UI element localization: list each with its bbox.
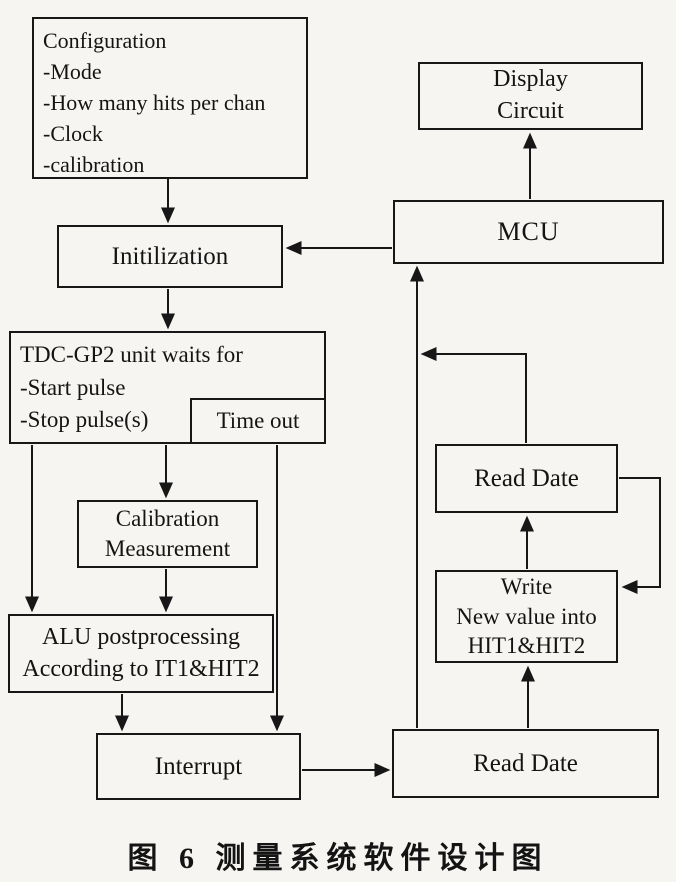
node-mcu: MCU xyxy=(393,200,664,264)
node-write-line: New value into xyxy=(456,603,597,629)
node-time-out: Time out xyxy=(190,398,326,444)
node-display-circuit: Display Circuit xyxy=(418,62,643,130)
node-configuration-line: -calibration xyxy=(43,152,145,178)
node-calibration-line: Calibration xyxy=(115,505,220,531)
node-configuration-line: -Mode xyxy=(43,59,102,85)
node-read-date-lower-label: Read Date xyxy=(473,750,578,777)
node-read-date-upper: Read Date xyxy=(435,444,618,513)
node-write-line: Write xyxy=(500,573,553,599)
node-tdc-gp2-line: -Stop pulse(s) xyxy=(20,407,149,433)
node-tdc-gp2-wait: TDC-GP2 unit waits for -Start pulse -Sto… xyxy=(9,331,326,444)
node-alu-postprocessing: ALU postprocessing According to IT1&HIT2 xyxy=(8,614,274,693)
node-initilization: Initilization xyxy=(57,225,283,288)
node-tdc-gp2-line: TDC-GP2 unit waits for xyxy=(20,342,243,367)
node-write-line: HIT1&HIT2 xyxy=(467,633,586,659)
node-read-date-lower: Read Date xyxy=(392,729,659,798)
node-configuration-line: Configuration xyxy=(43,28,167,53)
node-initilization-label: Initilization xyxy=(111,243,229,270)
node-alu-line: ALU postprocessing xyxy=(42,623,240,650)
node-tdc-gp2-line: -Start pulse xyxy=(20,374,126,400)
node-read-date-upper-label: Read Date xyxy=(474,465,579,492)
node-display-circuit-line: Display xyxy=(493,66,568,93)
node-configuration-line: -Clock xyxy=(43,121,103,147)
node-configuration-line: -How many hits per chan xyxy=(43,90,266,116)
node-interrupt: Interrupt xyxy=(96,733,301,800)
node-alu-line: According to IT1&HIT2 xyxy=(22,655,260,682)
node-interrupt-label: Interrupt xyxy=(154,753,243,780)
node-configuration: Configuration -Mode -How many hits per c… xyxy=(32,17,308,179)
node-write-new-value: Write New value into HIT1&HIT2 xyxy=(435,570,618,663)
node-display-circuit-line: Circuit xyxy=(497,98,564,124)
node-calibration-measurement: Calibration Measurement xyxy=(77,500,258,568)
node-calibration-line: Measurement xyxy=(104,536,231,561)
node-mcu-label: MCU xyxy=(497,216,560,246)
figure-caption: 图 6 测量系统软件设计图 xyxy=(127,842,549,875)
node-time-out-label: Time out xyxy=(216,407,300,433)
